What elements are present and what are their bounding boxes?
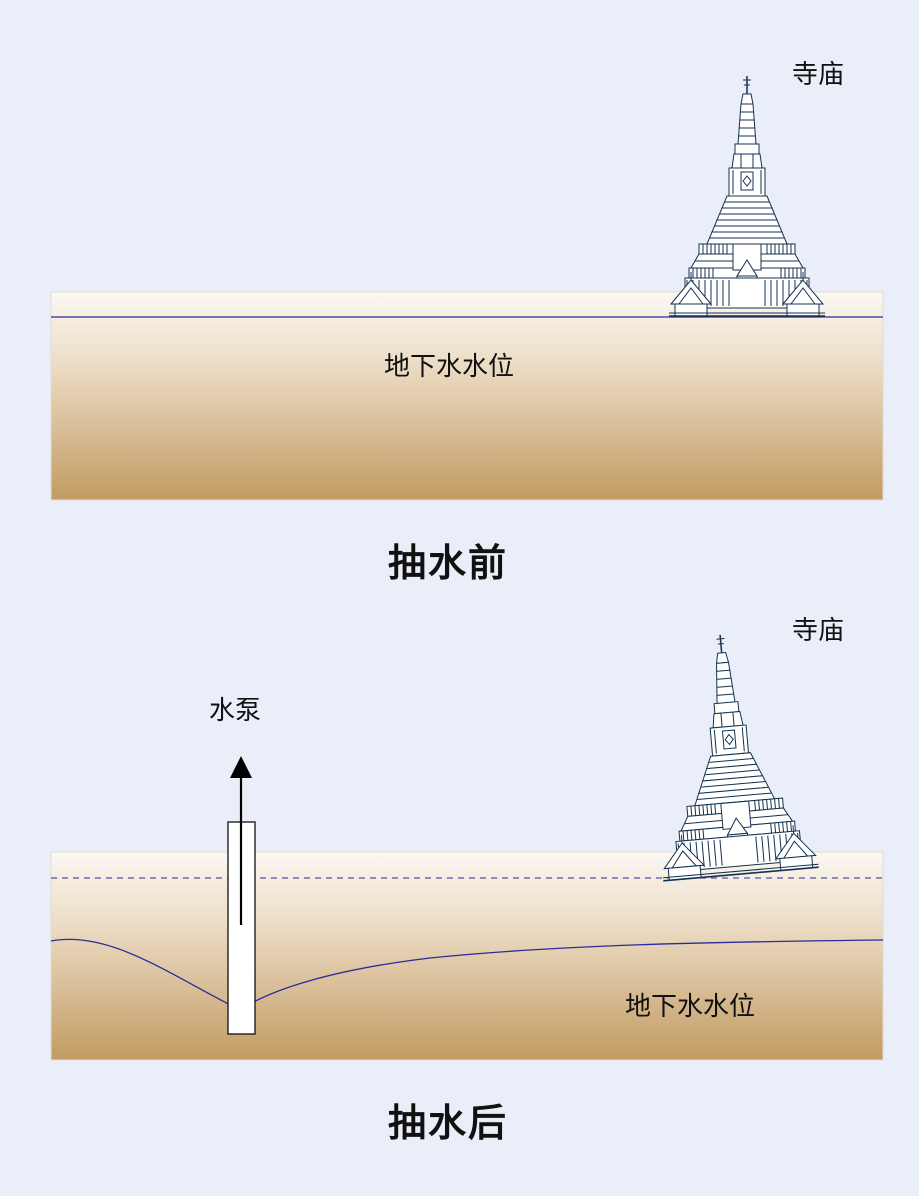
soil-block-after — [50, 851, 884, 1061]
pump-label: 水泵 — [209, 696, 262, 726]
caption-after: 抽水后 — [388, 1101, 509, 1145]
soil-block-before — [50, 291, 884, 501]
caption-before: 抽水前 — [388, 541, 509, 585]
groundwater-label-before: 地下水水位 — [384, 352, 515, 382]
pump-arrow-head — [230, 756, 252, 778]
drawdown-cone-curve — [50, 938, 884, 1011]
temple-label-before: 寺庙 — [792, 60, 845, 90]
temple-label-after: 寺庙 — [792, 616, 845, 646]
groundwater-label-after: 地下水水位 — [625, 992, 756, 1022]
